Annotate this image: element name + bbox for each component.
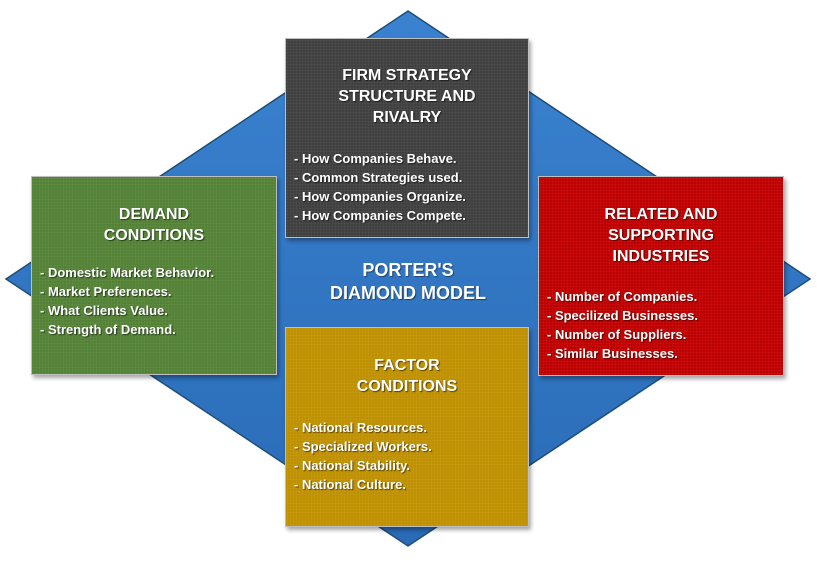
list-item: - National Culture. [294, 477, 406, 492]
list-item: - National Stability. [294, 458, 411, 473]
firm-strategy-title: FIRM STRATEGY STRUCTURE AND RIVALRY [338, 67, 476, 126]
list-item: - How Companies Behave. [294, 151, 457, 166]
related-supporting-list: - Number of Companies. - Specilized Busi… [547, 287, 698, 363]
diagram-title: PORTER'S DIAMOND MODEL [330, 260, 486, 303]
list-item: - National Resources. [294, 420, 427, 435]
factor-conditions-box: FACTOR CONDITIONS - National Resources. … [285, 327, 529, 527]
list-item: - Specialized Workers. [294, 439, 432, 454]
demand-conditions-box: DEMAND CONDITIONS - Domestic Market Beha… [31, 176, 277, 375]
list-item: - Number of Suppliers. [547, 327, 687, 342]
list-item: - Common Strategies used. [294, 170, 463, 185]
list-item: - Specilized Businesses. [547, 308, 699, 323]
list-item: - Number of Companies. [547, 289, 698, 304]
firm-strategy-list: - How Companies Behave. - Common Strateg… [294, 149, 466, 225]
list-item: - How Companies Compete. [294, 208, 466, 223]
list-item: - Strength of Demand. [40, 322, 176, 337]
list-item: - Market Preferences. [40, 284, 172, 299]
related-supporting-title: RELATED AND SUPPORTING INDUSTRIES [604, 206, 718, 265]
list-item: - What Clients Value. [40, 303, 168, 318]
demand-conditions-title: DEMAND CONDITIONS [103, 206, 205, 244]
list-item: - Domestic Market Behavior. [40, 265, 215, 280]
list-item: - Similar Businesses. [547, 346, 678, 361]
factor-conditions-list: - National Resources. - Specialized Work… [294, 418, 432, 494]
list-item: - How Companies Organize. [294, 189, 466, 204]
demand-conditions-list: - Domestic Market Behavior. - Market Pre… [40, 263, 214, 339]
related-supporting-box: RELATED AND SUPPORTING INDUSTRIES - Numb… [538, 176, 784, 376]
firm-strategy-box: FIRM STRATEGY STRUCTURE AND RIVALRY - Ho… [285, 38, 529, 238]
factor-conditions-title: FACTOR CONDITIONS [356, 357, 458, 395]
